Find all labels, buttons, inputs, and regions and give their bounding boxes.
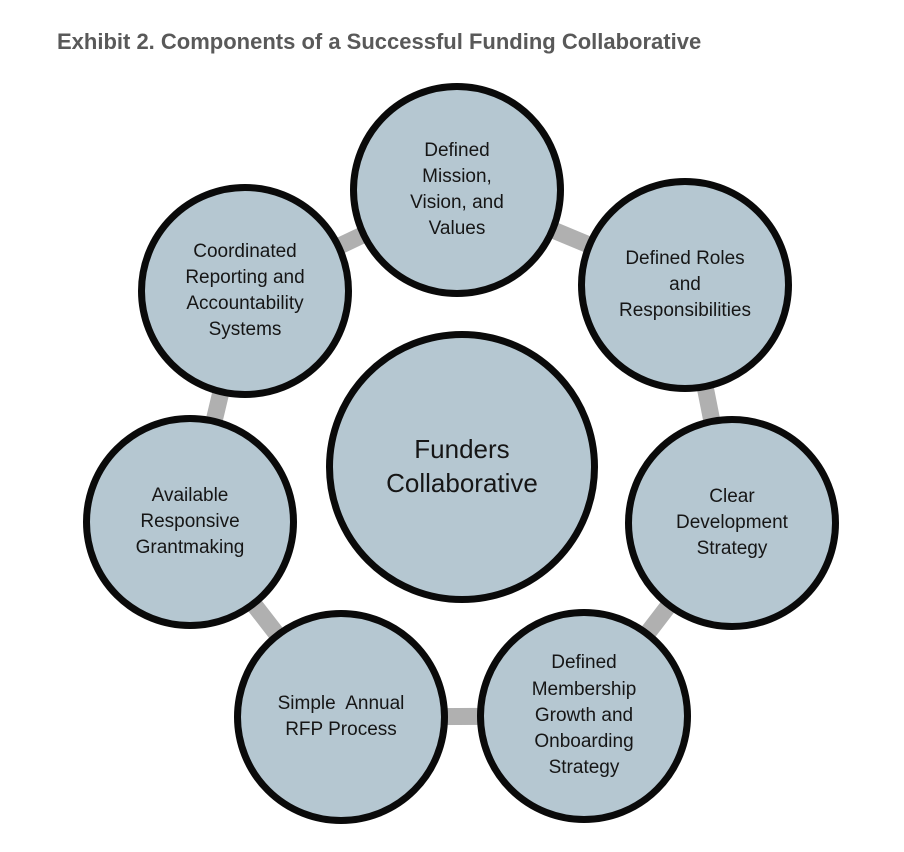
circle-defined-membership-growth-onboarding: Defined Membership Growth and Onboarding… bbox=[477, 609, 691, 823]
circle-simple-annual-rfp-process-label: Simple Annual RFP Process bbox=[277, 692, 405, 740]
circle-clear-development-strategy-label: Clear Development Strategy bbox=[676, 485, 788, 560]
circle-funders-collaborative-label: Funders Collaborative bbox=[386, 434, 538, 498]
circle-coordinated-reporting-accountability: Coordinated Reporting and Accountability… bbox=[138, 184, 352, 398]
circle-defined-roles-responsibilities-label: Defined Roles and Responsibilities bbox=[618, 247, 751, 322]
circle-defined-mission-vision-values-label: Defined Mission, Vision, and Values bbox=[410, 139, 504, 240]
circle-defined-mission-vision-values: Defined Mission, Vision, and Values bbox=[350, 83, 564, 297]
circle-defined-roles-responsibilities: Defined Roles and Responsibilities bbox=[578, 178, 792, 392]
circle-defined-membership-growth-onboarding-label: Defined Membership Growth and Onboarding… bbox=[531, 652, 637, 779]
circle-coordinated-reporting-accountability-label: Coordinated Reporting and Accountability… bbox=[185, 240, 305, 341]
circle-funders-collaborative: Funders Collaborative bbox=[326, 331, 598, 603]
circle-available-responsive-grantmaking: Available Responsive Grantmaking bbox=[83, 415, 297, 629]
circle-clear-development-strategy: Clear Development Strategy bbox=[625, 416, 839, 630]
exhibit-title: Exhibit 2. Components of a Successful Fu… bbox=[57, 29, 702, 54]
circle-available-responsive-grantmaking-label: Available Responsive Grantmaking bbox=[135, 484, 245, 559]
circle-simple-annual-rfp-process: Simple Annual RFP Process bbox=[234, 610, 448, 824]
